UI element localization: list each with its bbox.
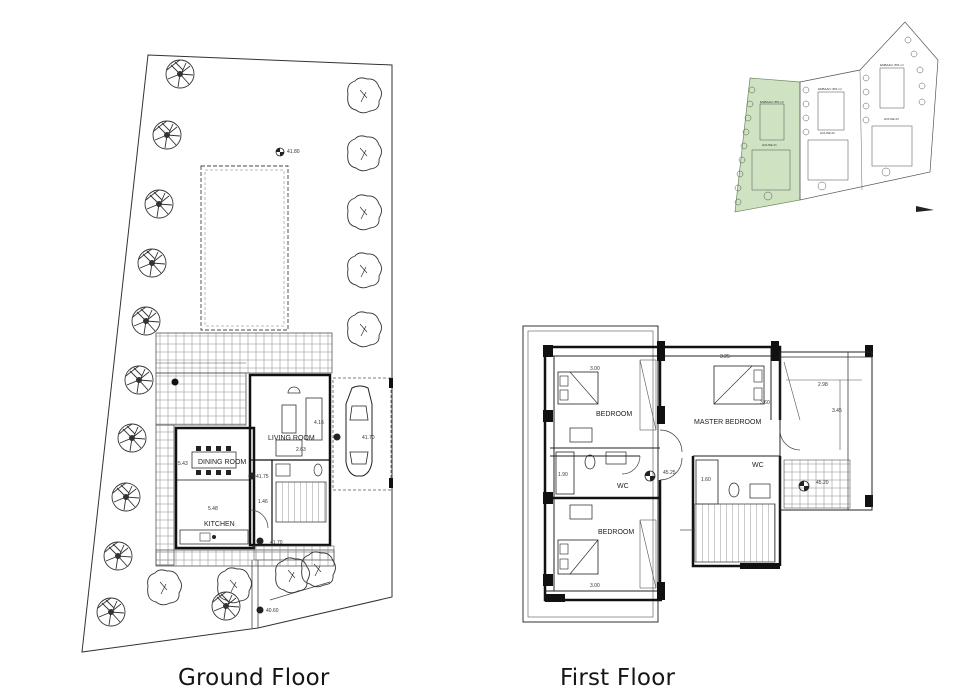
level-terrace: 45.20	[816, 480, 829, 486]
dim-wc: 2.63	[296, 447, 306, 453]
caption-first-floor: First Floor	[560, 665, 676, 691]
bed-icon	[557, 371, 599, 405]
dim-dining: 5.43	[178, 461, 188, 467]
level-entry: 41.70	[270, 540, 283, 546]
ground-stairs	[275, 481, 327, 523]
kitchen-counter	[179, 529, 249, 545]
dim-bed2: 3.00	[590, 583, 600, 589]
north-arrow-icon	[916, 206, 934, 212]
first-floor-plan: BEDROOM MASTER BEDROOM BEDROOM WC WC 3.0…	[522, 325, 873, 623]
dim-terrace-w: 2.98	[818, 382, 828, 388]
level-pool: 41.80	[287, 149, 300, 155]
dim-living: 4.16	[314, 420, 324, 426]
dim-bed1: 3.00	[590, 366, 600, 372]
master-bed-icon	[713, 365, 765, 405]
site-pool-label-3: ΕΜΒΑΔΟ: 854 m²	[880, 63, 904, 67]
dim-stair: 1.46	[258, 499, 268, 505]
dim-kitchen: 5.48	[208, 506, 218, 512]
level-marker-icon	[644, 470, 810, 492]
site-house-label-3: HOUSE 03	[884, 117, 899, 121]
dim-wc1: 1.90	[558, 472, 568, 478]
roof-outline	[522, 325, 659, 623]
level-living: 41.75	[256, 474, 269, 480]
dim-wc2: 1.60	[701, 477, 711, 483]
dining-table	[191, 451, 237, 469]
room-label-kitchen: KITCHEN	[204, 521, 235, 528]
site-house-label-1: HOUSE 01	[762, 143, 777, 147]
site-pool-label-1: ΕΜΒΑΔΟ: 854 m²	[760, 100, 784, 104]
ground-floor-walls	[174, 373, 332, 550]
room-label-dining: DINING ROOM	[198, 459, 246, 466]
bed-icon-2	[557, 539, 599, 575]
room-label-bedroom-2: BEDROOM	[598, 529, 634, 536]
room-label-living: LIVING ROOM	[268, 435, 315, 442]
level-carport: 41.70	[362, 435, 375, 441]
level-marker-icon	[275, 147, 285, 157]
caption-ground-floor: Ground Floor	[178, 665, 330, 691]
level-gate: 40.60	[266, 608, 279, 614]
first-stairs	[694, 503, 776, 563]
dim-master: 3.25	[720, 354, 730, 360]
room-label-bedroom-1: BEDROOM	[596, 411, 632, 418]
car-icon	[345, 385, 373, 477]
ground-floor-plan: 41.80	[81, 54, 393, 653]
room-label-wc-2: WC	[752, 462, 764, 469]
swimming-pool	[200, 165, 289, 331]
room-label-wc-1: WC	[617, 483, 629, 490]
paved-terrace	[155, 332, 333, 374]
dim-closet: 3.60	[760, 400, 770, 406]
room-label-master-bedroom: MASTER BEDROOM	[694, 419, 761, 426]
plot-boundary	[81, 54, 393, 653]
site-pool-label-2: ΕΜΒΑΔΟ: 854 m²	[818, 87, 842, 91]
site-plan-thumbnail: ΕΜΒΑΔΟ: 854 m² ΕΜΒΑΔΟ: 854 m² ΕΜΒΑΔΟ: 85…	[734, 21, 939, 213]
dim-terrace-h: 3.45	[832, 408, 842, 414]
level-hall: 45.25	[663, 470, 676, 476]
site-house-label-2: HOUSE 02	[820, 131, 835, 135]
